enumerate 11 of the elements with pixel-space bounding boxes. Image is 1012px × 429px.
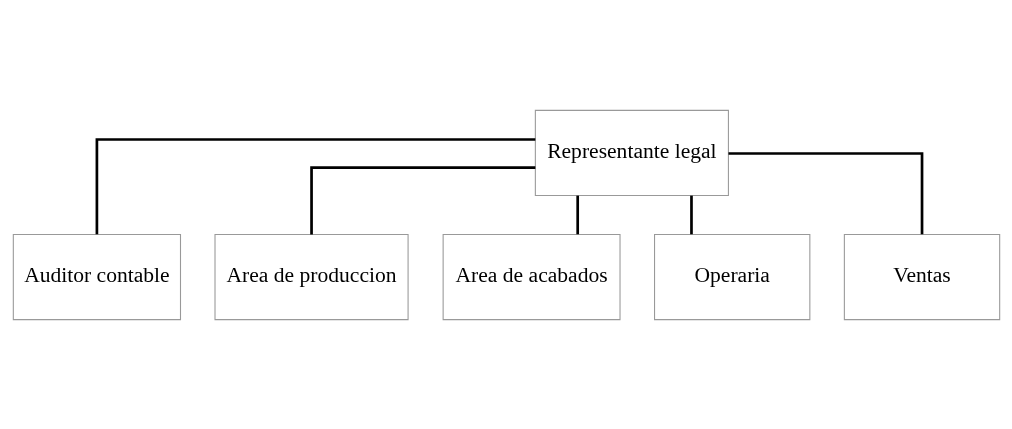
node-box: Ventas [843,233,1000,320]
connector [575,195,579,234]
connector [95,137,535,234]
node-box: Representante legal [534,109,729,196]
connector [728,151,923,234]
node-box: Operaria [653,233,810,320]
connector [309,165,535,234]
node-box: Area de acabados [442,233,621,320]
node-box: Area de produccion [213,233,409,320]
node-box: Auditor contable [12,233,181,320]
connector [689,195,693,234]
